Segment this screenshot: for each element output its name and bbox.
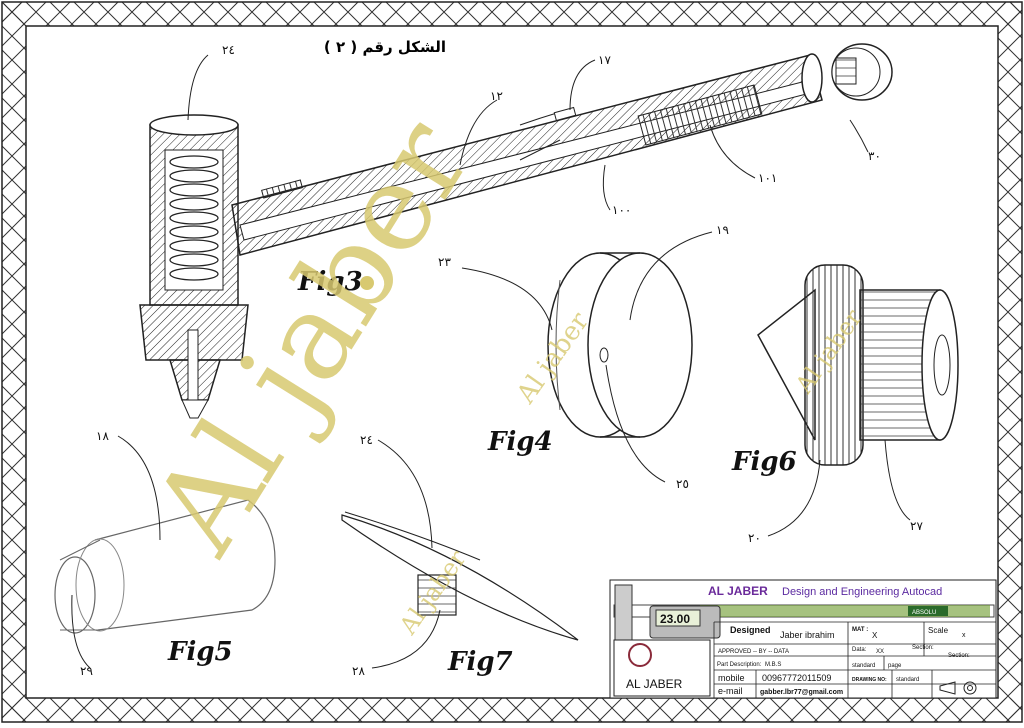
watermark-dot xyxy=(360,276,374,290)
callout-18: ١٨ xyxy=(96,429,109,443)
tb-approved: APPROVED -- BY -- DATA xyxy=(718,649,789,655)
tb-standard-2: standard xyxy=(896,677,919,683)
callout-24a: ٢٤ xyxy=(222,43,235,57)
tb-mat-label: MAT : xyxy=(852,627,868,633)
tb-mat-value: X xyxy=(872,631,878,640)
callout-12: ١٢ xyxy=(490,89,503,103)
tb-brand-tag: ABSOLU xyxy=(912,610,936,616)
callout-20: ٢٠ xyxy=(748,531,761,545)
title-block: AL JABER Design and Engineering Autocad … xyxy=(609,579,997,699)
fig6-label: Fig6 xyxy=(731,447,797,477)
gear-logo-icon xyxy=(628,643,652,667)
fig4-label: Fig4 xyxy=(487,427,553,457)
fig6-leaders xyxy=(767,439,911,537)
tb-email-label: e-mail xyxy=(718,686,743,696)
caliper-icon: ABSOLU 23.00 xyxy=(613,584,995,641)
tb-drawing-no-label: DRAWING NO: xyxy=(852,677,887,683)
tb-section-label-2: Section: xyxy=(948,653,970,659)
callout-17: ١٧ xyxy=(598,53,611,67)
callout-29: ٢٩ xyxy=(80,664,93,678)
fig3-cylinder xyxy=(139,114,249,419)
fig6-nozzle xyxy=(757,264,959,466)
tb-designed-value: Jaber ibrahim xyxy=(780,630,835,640)
projection-symbol-icon xyxy=(939,681,977,695)
tb-company-header: AL JABER xyxy=(708,584,768,598)
fig7-leaders xyxy=(371,439,441,669)
tb-standard-1: standard xyxy=(852,663,875,669)
tb-page-label: page xyxy=(888,663,902,669)
tb-designed-label: Designed xyxy=(730,625,771,635)
callout-30: ٣٠ xyxy=(868,149,881,163)
callout-25: ٢٥ xyxy=(676,477,689,491)
callout-24b: ٢٤ xyxy=(360,433,373,447)
fig3-assembly xyxy=(139,53,823,419)
callout-27: ٢٧ xyxy=(910,519,923,533)
tb-section-label-1: Section: xyxy=(912,645,934,651)
tb-email-value: gabber.lbr77@gmail.com xyxy=(760,689,843,696)
fig4-disc xyxy=(547,252,693,438)
tb-mobile-label: mobile xyxy=(718,673,745,683)
fig5-label: Fig5 xyxy=(167,637,233,667)
callout-23: ٢٣ xyxy=(438,255,451,269)
tb-part-desc-value: M.B.S xyxy=(765,662,781,668)
part-30-cap xyxy=(831,43,893,101)
fig7-label: Fig7 xyxy=(447,647,513,677)
fig4-leaders xyxy=(461,231,713,483)
tb-company-subtitle: Design and Engineering Autocad xyxy=(782,586,942,598)
callout-100: ١٠٠ xyxy=(612,203,631,217)
tb-scale-value: x xyxy=(962,632,966,639)
fig5-leaders xyxy=(71,435,161,669)
tb-logo-text: AL JABER xyxy=(626,677,683,691)
fig3-leaders xyxy=(187,54,869,211)
tb-mobile-value: 00967772011509 xyxy=(762,673,831,683)
callout-28: ٢٨ xyxy=(352,664,365,678)
fig5-cylinder xyxy=(54,499,276,634)
tb-part-desc-label: Part Description: xyxy=(717,662,762,668)
fig3-label: Fig3 xyxy=(297,267,363,297)
callout-19: ١٩ xyxy=(716,223,729,237)
sheet-title: الشكل رقم ( ٢ ) xyxy=(324,38,446,56)
tb-data-value: XX xyxy=(876,649,884,655)
tb-data-label: Data: xyxy=(852,647,867,653)
fig7-disc xyxy=(341,511,579,641)
tb-scale-label: Scale xyxy=(928,626,949,635)
callout-101: ١٠١ xyxy=(758,171,777,185)
fig3-rod xyxy=(231,53,823,256)
tb-caliper-readout: 23.00 xyxy=(660,612,690,626)
